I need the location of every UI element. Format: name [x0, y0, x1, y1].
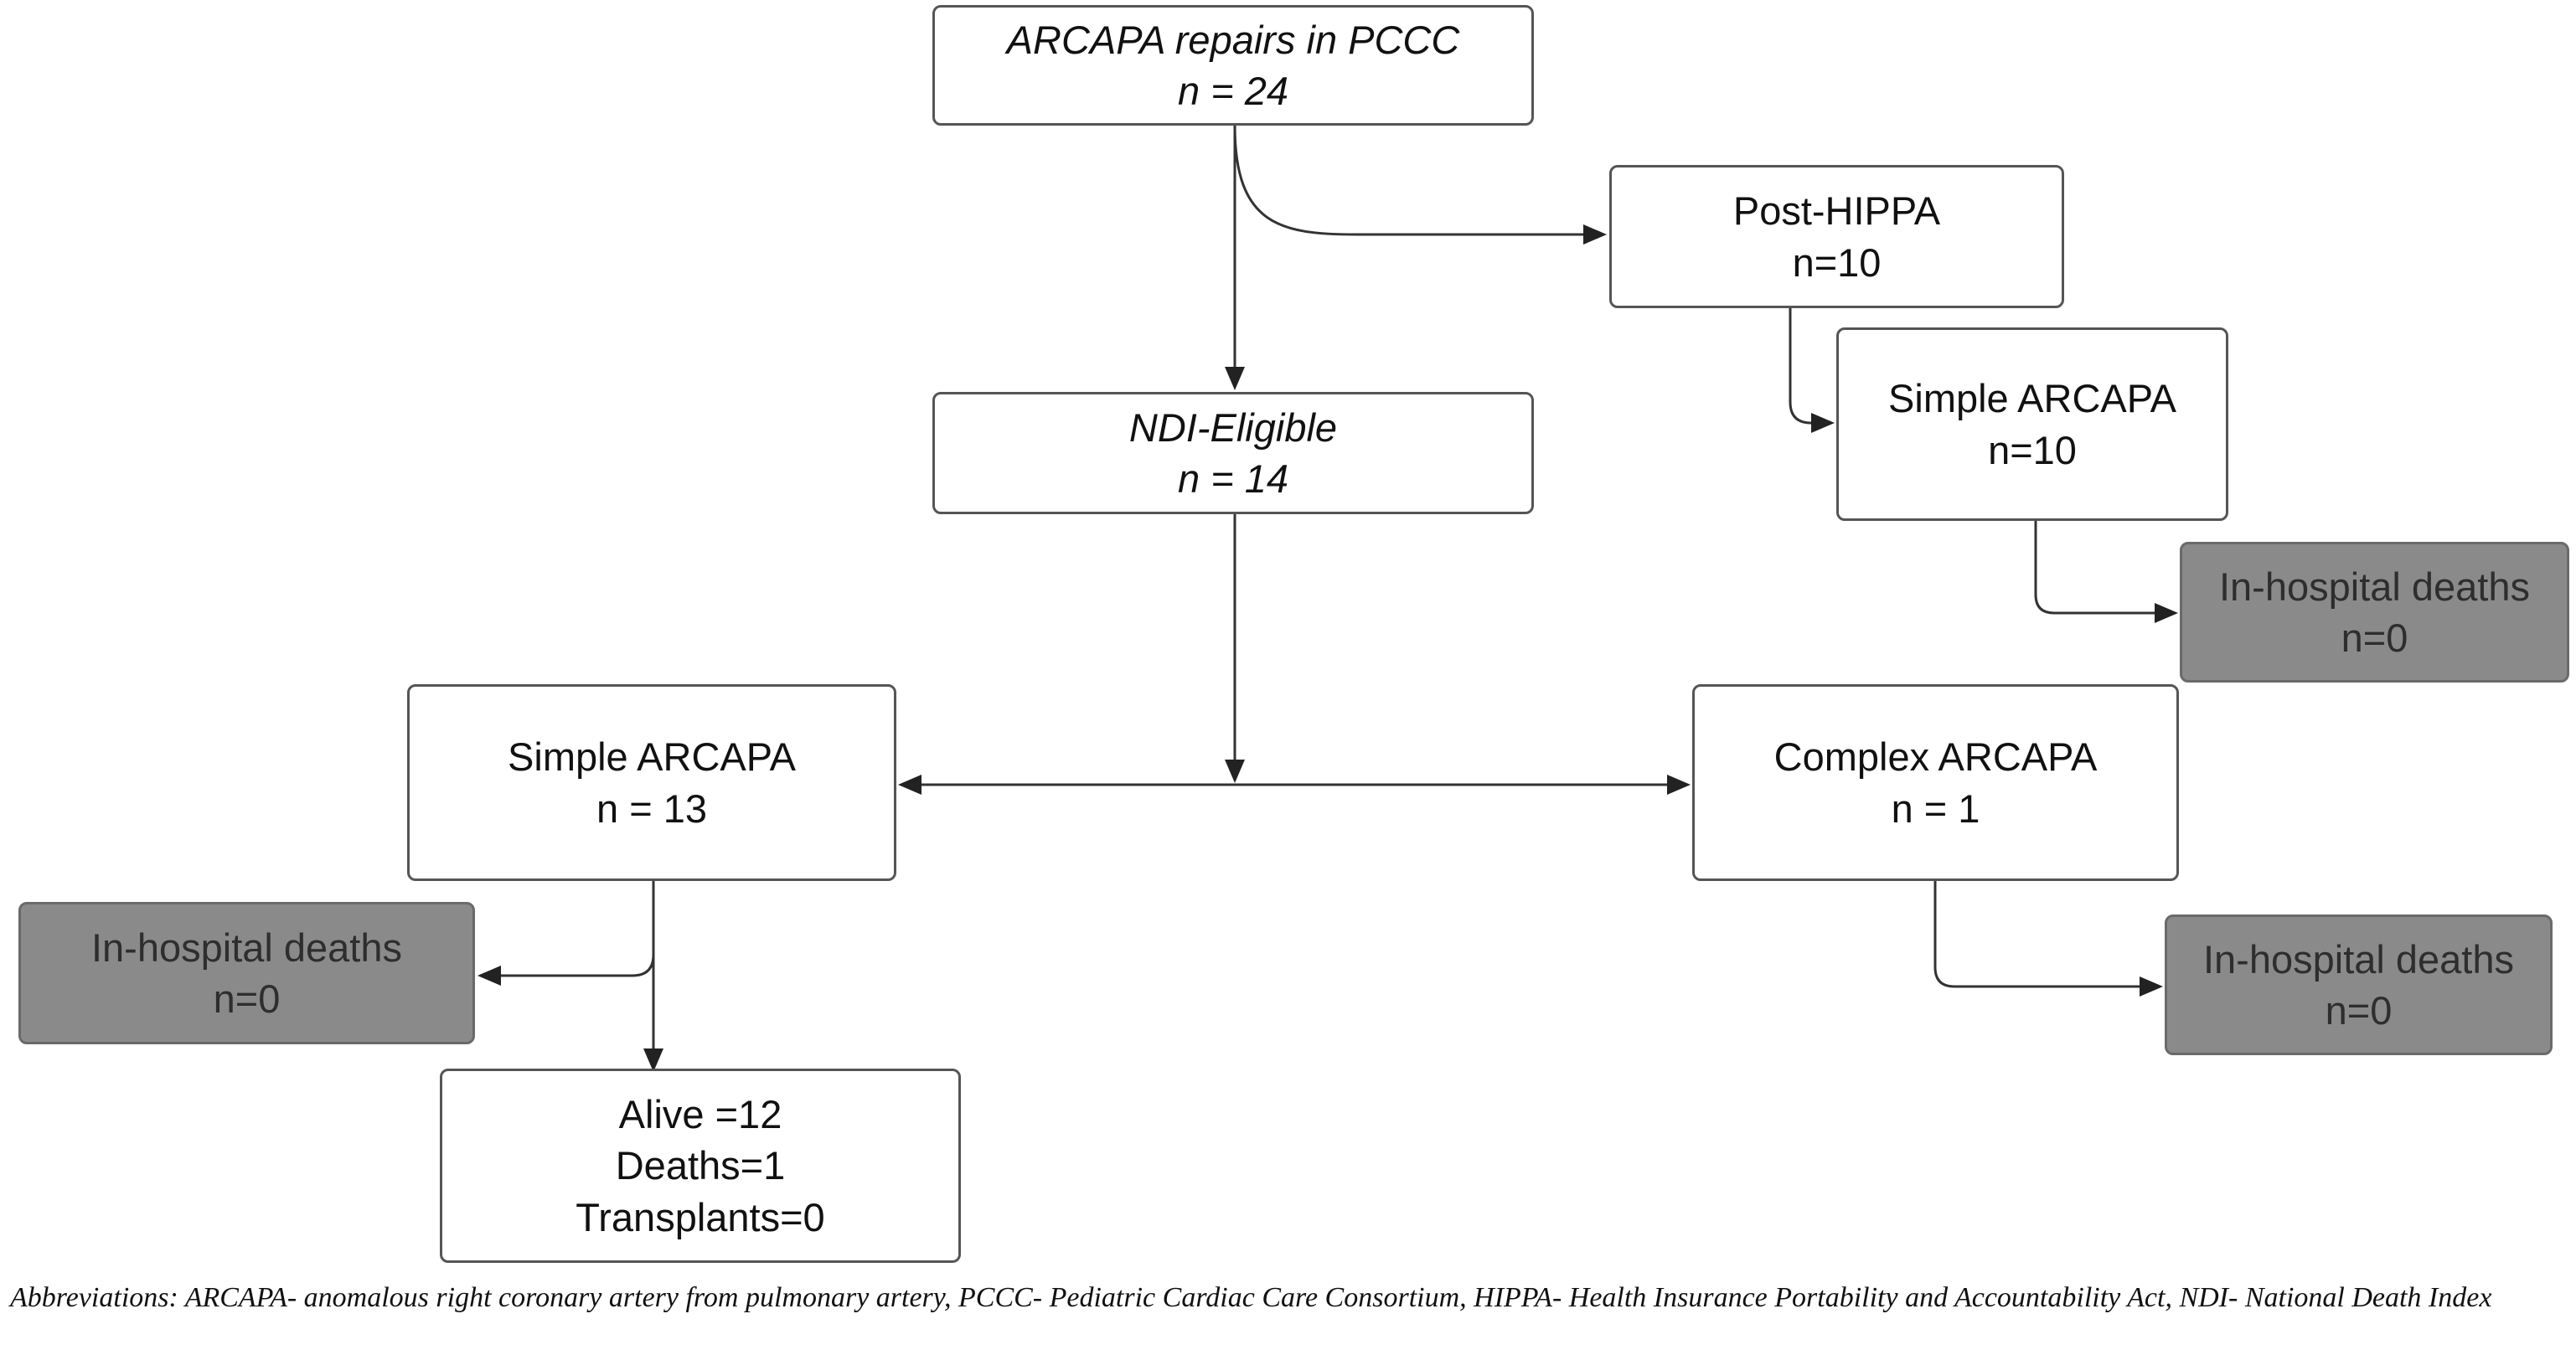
arrowhead [2140, 976, 2163, 997]
outcome-deaths: Deaths=1 [615, 1143, 786, 1188]
node-post-hippa: Post-HIPPA n=10 [1609, 165, 2064, 308]
node-in-hospital-deaths-post-hippa: In-hospital deaths n=0 [2180, 542, 2569, 683]
node-in-hospital-deaths-complex: In-hospital deaths n=0 [2165, 914, 2553, 1055]
node-label: In-hospital deaths [2218, 564, 2531, 609]
node-count: n=0 [2325, 988, 2393, 1033]
connector-simple-left-to-deaths [501, 881, 655, 977]
node-count: n = 13 [596, 786, 707, 831]
node-count: n=0 [2341, 616, 2408, 660]
node-simple-arcapa-post-hippa: Simple ARCAPA n=10 [1836, 327, 2228, 521]
node-arcapa-repairs: ARCAPA repairs in PCCC n = 24 [932, 5, 1534, 126]
node-label: In-hospital deaths [90, 925, 403, 970]
outcome-transplants: Transplants=0 [576, 1194, 825, 1239]
arrowhead [898, 775, 921, 795]
node-label: Post-HIPPA [1732, 188, 1941, 234]
node-complex-arcapa: Complex ARCAPA n = 1 [1692, 684, 2179, 881]
flowchart: ARCAPA repairs in PCCC n = 24 Post-HIPPA… [18, 5, 2569, 1263]
node-label: NDI-Eligible [1128, 404, 1338, 450]
node-count: n = 1 [1891, 786, 1980, 831]
node-label: Simple ARCAPA [1888, 376, 2176, 421]
node-ndi-eligible: NDI-Eligible n = 14 [932, 392, 1534, 514]
arrowhead [1583, 224, 1607, 245]
arrowhead [1225, 367, 1245, 390]
arrowhead [1225, 760, 1245, 783]
node-count: n=10 [1988, 427, 2077, 472]
arrowhead [643, 1048, 663, 1072]
connector-post-hippa-to-simple [1789, 308, 1814, 425]
node-label: Complex ARCAPA [1773, 734, 2098, 780]
arrowhead [1667, 775, 1691, 795]
connector-layer [478, 125, 2178, 1072]
node-count: n = 14 [1178, 456, 1288, 501]
node-in-hospital-deaths-simple: In-hospital deaths n=0 [18, 902, 475, 1044]
node-label: In-hospital deaths [2202, 936, 2515, 981]
outcome-alive: Alive =12 [618, 1092, 782, 1137]
node-count: n = 24 [1178, 69, 1288, 113]
node-outcomes: Alive =12 Deaths=1 Transplants=0 [440, 1069, 961, 1263]
node-label: Simple ARCAPA [508, 734, 796, 780]
connector-top-to-post-hippa [1233, 125, 1587, 236]
node-simple-arcapa-ndi: Simple ARCAPA n = 13 [407, 684, 896, 881]
abbreviations-caption: Abbreviations: ARCAPA- anomalous right c… [10, 1282, 2492, 1313]
node-count: n=0 [213, 976, 281, 1021]
connector-complex-to-deaths [1933, 881, 2140, 988]
connector-simple-right-to-deaths [2034, 521, 2157, 615]
arrowhead [478, 966, 501, 986]
arrowhead [2155, 603, 2178, 623]
node-label: ARCAPA repairs in PCCC [1006, 17, 1460, 62]
arrowhead [1811, 413, 1835, 433]
node-count: n=10 [1792, 240, 1882, 285]
